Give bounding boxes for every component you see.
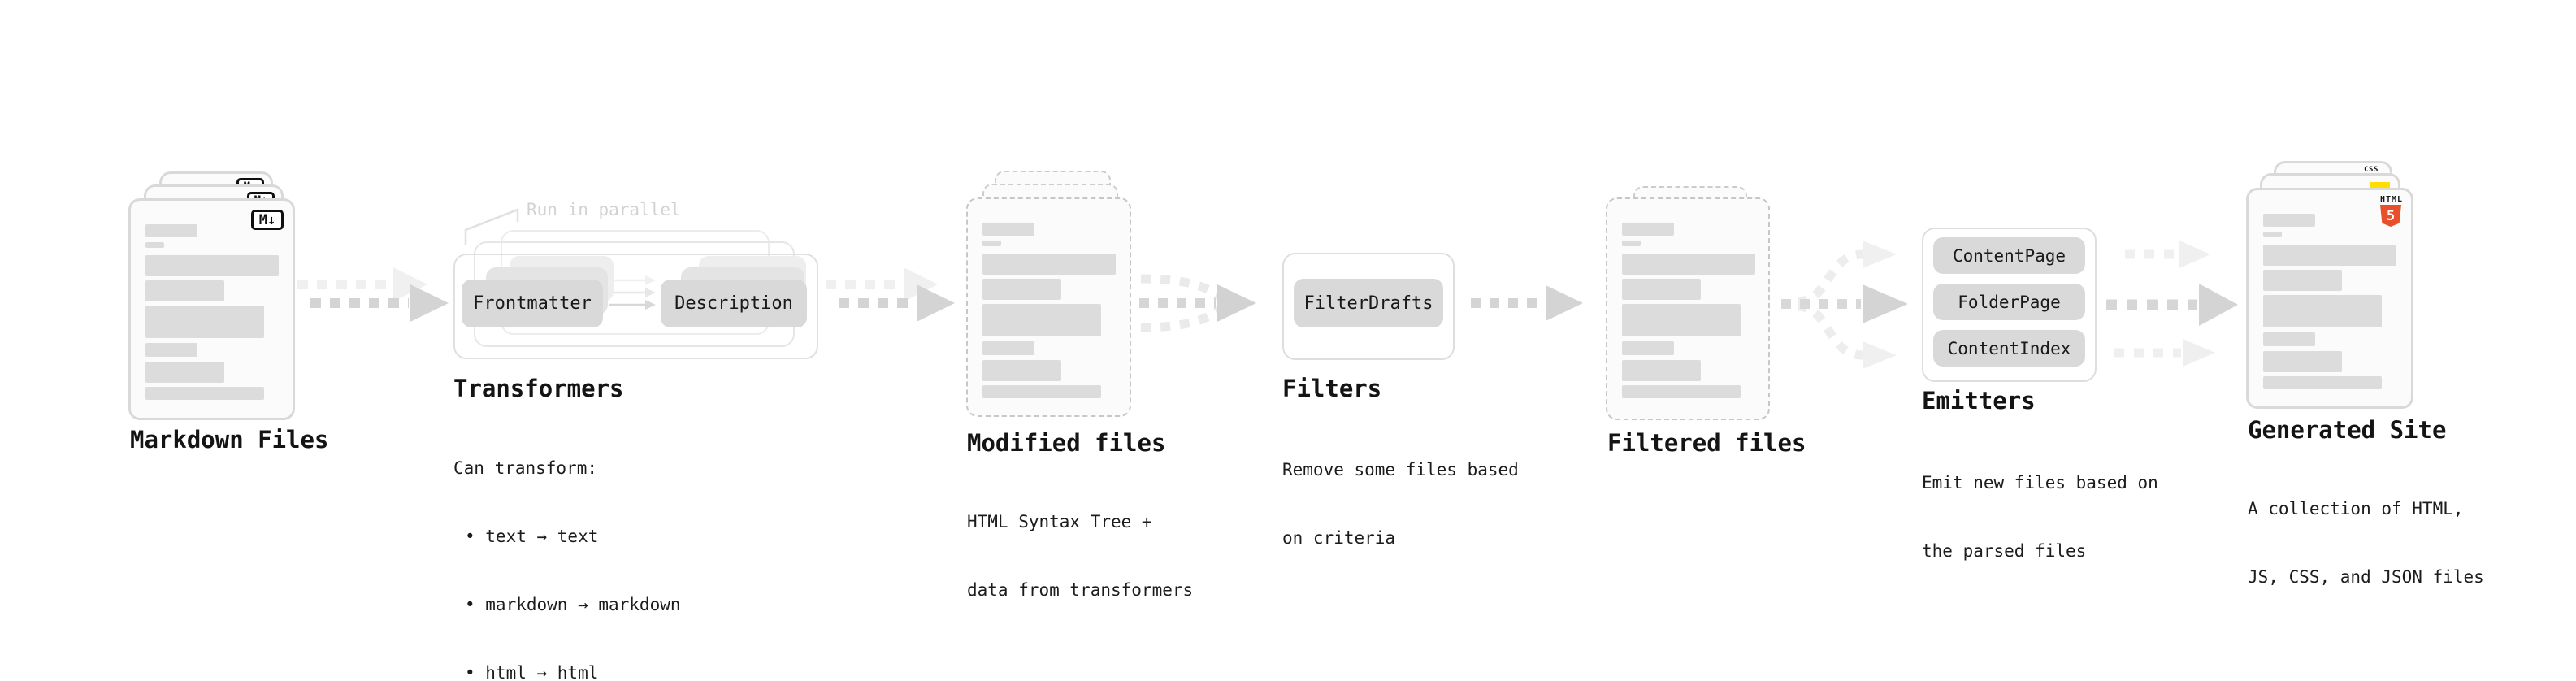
arrow-filtered-to-emitters	[1781, 241, 1908, 369]
arrow-transformers-to-modified	[826, 267, 955, 322]
arrows-emitters-to-generated	[2106, 241, 2238, 367]
arrow-markdown-to-transformers	[297, 267, 449, 322]
run-in-parallel-callout-line	[464, 208, 519, 245]
arrow-filters-to-filtered	[1471, 285, 1583, 321]
arrow-modified-to-filters	[1139, 274, 1256, 332]
transformer-internal-arrows	[609, 275, 656, 310]
